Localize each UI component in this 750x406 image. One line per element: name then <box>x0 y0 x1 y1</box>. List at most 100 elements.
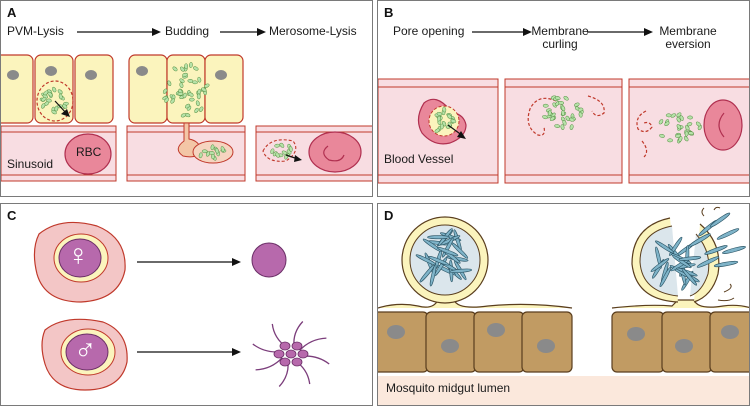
merozoite <box>179 82 184 88</box>
merozoite <box>210 144 215 151</box>
merozoite <box>574 102 580 107</box>
sporozoite <box>437 247 459 257</box>
sporozoite <box>655 240 675 254</box>
merozoite <box>554 124 561 128</box>
merozoite <box>684 130 689 137</box>
merozoite <box>578 111 583 118</box>
panel-b-illustration <box>378 28 749 184</box>
merozoite <box>442 106 447 113</box>
sporozoite <box>716 228 740 240</box>
sporozoite <box>704 245 728 255</box>
merozoite <box>560 124 565 130</box>
male-symbol: ♂ <box>74 334 97 367</box>
merozoite <box>686 122 693 127</box>
merozoite <box>437 115 441 122</box>
merozoite <box>41 97 47 102</box>
merozoite <box>184 63 188 70</box>
merozoite <box>664 121 670 126</box>
merozoite <box>440 123 444 130</box>
merozoite <box>214 147 219 154</box>
merozoite <box>193 66 199 71</box>
merozoite <box>288 146 293 152</box>
merozoite <box>688 131 694 136</box>
merozoite <box>201 87 207 92</box>
merozoite <box>542 115 548 120</box>
sporozoite <box>678 256 702 261</box>
merozoite <box>47 91 53 97</box>
merozoite <box>687 115 693 120</box>
sporozoite <box>427 235 450 240</box>
blood-vessel-label: Blood Vessel <box>384 152 454 166</box>
merozoite <box>180 113 187 118</box>
merozoite <box>188 97 195 102</box>
panel-b: B Pore opening Membrane curling Membrane… <box>377 0 750 197</box>
merozoite <box>561 110 565 116</box>
sporozoite <box>681 268 698 286</box>
merozoite <box>196 93 201 100</box>
merozoite <box>58 93 63 100</box>
midgut-lumen-label: Mosquito midgut lumen <box>386 381 511 395</box>
merozoite <box>568 117 575 122</box>
merozoite <box>184 103 191 109</box>
merozoite <box>198 152 203 159</box>
merozoite <box>542 103 549 108</box>
step-pvm-lysis: PVM-Lysis <box>7 24 64 38</box>
female-symbol: ♀ <box>67 239 90 272</box>
merozoite <box>659 133 665 138</box>
merozoite <box>675 133 681 138</box>
merozoite <box>270 148 275 154</box>
panel-d-illustration <box>378 206 749 405</box>
merozoite <box>43 90 49 96</box>
flagellum <box>299 337 327 351</box>
panel-d-label: D <box>384 208 394 223</box>
sporozoite <box>709 212 731 228</box>
merozoite <box>187 79 194 83</box>
merozoite <box>446 114 452 119</box>
merozoite <box>274 143 281 148</box>
merozoite <box>569 124 574 130</box>
merozoite <box>197 76 202 83</box>
merozoite <box>667 138 673 143</box>
merozoite <box>195 100 200 107</box>
panel-c-label: C <box>7 208 17 223</box>
merozoite <box>201 149 208 154</box>
merozoite <box>670 113 676 118</box>
step-budding: Budding <box>165 24 210 38</box>
merozoite <box>41 103 46 109</box>
merozoite <box>450 119 457 124</box>
merozoite <box>208 151 215 155</box>
merozoite <box>220 146 225 152</box>
merozoite <box>695 121 701 127</box>
merozoite <box>676 117 681 123</box>
sporozoite <box>689 233 711 247</box>
panel-c-illustration <box>33 221 330 391</box>
sporozoite <box>428 256 450 266</box>
merozoite <box>275 152 280 158</box>
merozoite <box>162 88 168 94</box>
merozoite <box>204 83 210 88</box>
merozoite <box>182 92 187 99</box>
sporozoite <box>449 268 473 273</box>
merozoite <box>547 110 552 117</box>
merozoite <box>170 98 175 104</box>
panel-b-label: B <box>384 5 394 20</box>
sporozoite <box>422 238 442 252</box>
sinusoid-label: Sinusoid <box>7 157 54 171</box>
merozoite <box>189 62 193 68</box>
merozoite <box>665 113 672 118</box>
step-membrane-curling: Membrane curling <box>531 24 589 51</box>
step-pore-opening: Pore opening <box>393 24 465 38</box>
merozoite <box>434 128 440 133</box>
merozoite <box>188 92 194 97</box>
merozoite <box>179 78 185 83</box>
sporozoite <box>696 256 720 268</box>
rbc-label: RBC <box>76 145 102 159</box>
sporozoite <box>419 264 435 283</box>
panel-a: A PVM-Lysis Budding Merosome-Lysis RBC S… <box>0 0 373 197</box>
merozoite <box>685 125 690 131</box>
merozoite <box>565 115 570 122</box>
merozoite <box>167 80 172 87</box>
merozoite <box>683 136 689 142</box>
merozoite <box>676 124 682 130</box>
merozoite <box>182 72 188 77</box>
